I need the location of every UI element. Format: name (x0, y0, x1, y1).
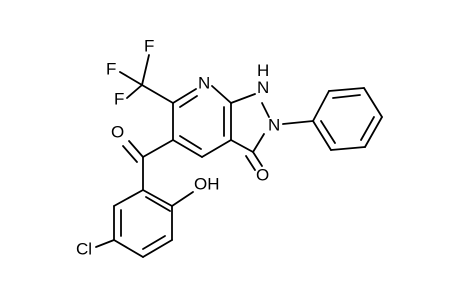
bond-ar-f-a (113, 189, 144, 207)
atom-label-f-top: F (144, 36, 154, 55)
bond-c4-c5 (172, 139, 203, 158)
bond-cf3-c6 (141, 84, 174, 104)
atom-label-h-on-n1: H (257, 61, 269, 80)
bond-ph-1-2 (312, 90, 330, 122)
bond-ph-6-1 (312, 120, 332, 151)
bond-ph-5-6 (330, 146, 366, 151)
bonds (95, 54, 383, 258)
bond-carbonyl-o-inner (122, 145, 138, 163)
bond-ar-c-d-inner (142, 235, 166, 250)
bond-ph-2-3 (328, 87, 365, 92)
bond-c3-o-inner (245, 155, 256, 171)
bond-cf3-f-top (141, 54, 150, 86)
bond-ar-a-b-inner (145, 196, 171, 212)
bond-ar-c-d (142, 239, 173, 258)
atom-label-n-pyridine: N (198, 73, 210, 92)
bond-ar-oh (171, 191, 194, 207)
atom-label-f-bottom: F (114, 89, 124, 108)
bond-ar-cl (95, 239, 115, 248)
bond-c4-c5-inner (179, 135, 202, 150)
bond-cf3-f-bottom (126, 84, 143, 99)
bond-ph-6-1-inner (320, 120, 336, 144)
bond-ph-4-5 (364, 116, 383, 148)
atom-label-o-carbonyl: O (111, 122, 124, 141)
bond-ph-2-3-inner (332, 94, 361, 99)
atom-label-n-on-n1: N (257, 78, 269, 97)
bond-n7-c7a (211, 85, 232, 104)
bond-c6-n7-inner (179, 95, 198, 108)
bond-c7a-n1 (230, 93, 256, 104)
bond-carbonyl-o (128, 140, 144, 158)
atom-label-f-left: F (106, 59, 116, 78)
bond-ph-4-5-inner (360, 116, 375, 141)
bond-ar-d-e (113, 239, 144, 258)
bond-n2-phenyl (282, 120, 314, 125)
bond-ar-a-b (142, 189, 173, 207)
bond-n2-c3 (252, 133, 265, 153)
atom-label-o-ketone: O (256, 165, 269, 184)
bond-c3a-c4 (201, 139, 232, 158)
bond-n1-n2 (261, 102, 270, 118)
atom-label-cl: Cl (76, 239, 92, 258)
bond-ph-3-4 (363, 87, 383, 118)
bond-c3-c3a (230, 139, 254, 153)
bond-c5-carbonyl (142, 139, 174, 158)
atom-label-n2: N (268, 115, 280, 134)
bond-cf3-f-left (119, 71, 143, 86)
bond-c3-o (252, 151, 263, 167)
bond-c6-n7 (172, 88, 197, 104)
atom-label-oh: OH (194, 174, 220, 193)
